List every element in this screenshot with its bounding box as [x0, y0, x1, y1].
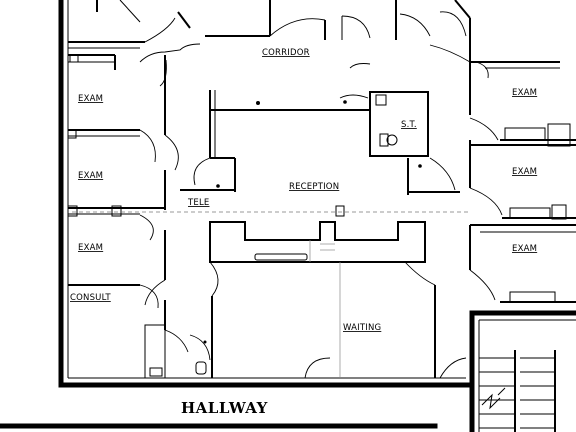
exam-label-4: EXAM — [512, 88, 537, 98]
st-room — [339, 91, 429, 157]
top-rooms — [68, 0, 471, 62]
exam-label-5: EXAM — [512, 167, 537, 177]
stairs — [479, 350, 556, 432]
reception-label: RECEPTION — [289, 182, 339, 192]
exam-label-2: EXAM — [78, 171, 103, 181]
left-exam-rooms — [67, 54, 166, 379]
waiting-label: WAITING — [343, 323, 381, 333]
waiting-area — [189, 261, 467, 379]
st-label: S.T. — [401, 120, 417, 130]
tele-label: TELE — [187, 198, 209, 208]
reception-walls — [72, 90, 470, 217]
corridor-label: CORRIDOR — [262, 48, 310, 58]
exam-label-3: EXAM — [78, 243, 103, 253]
right-exam-rooms — [470, 61, 576, 303]
exam-label-6: EXAM — [512, 244, 537, 254]
hallway-label: HALLWAY — [181, 399, 268, 417]
reception-desk — [209, 221, 426, 263]
consult-label: CONSULT — [70, 293, 111, 303]
exam-label-1: EXAM — [78, 94, 103, 104]
exterior-inner-lines — [67, 0, 576, 432]
corridor-walls — [139, 43, 503, 353]
